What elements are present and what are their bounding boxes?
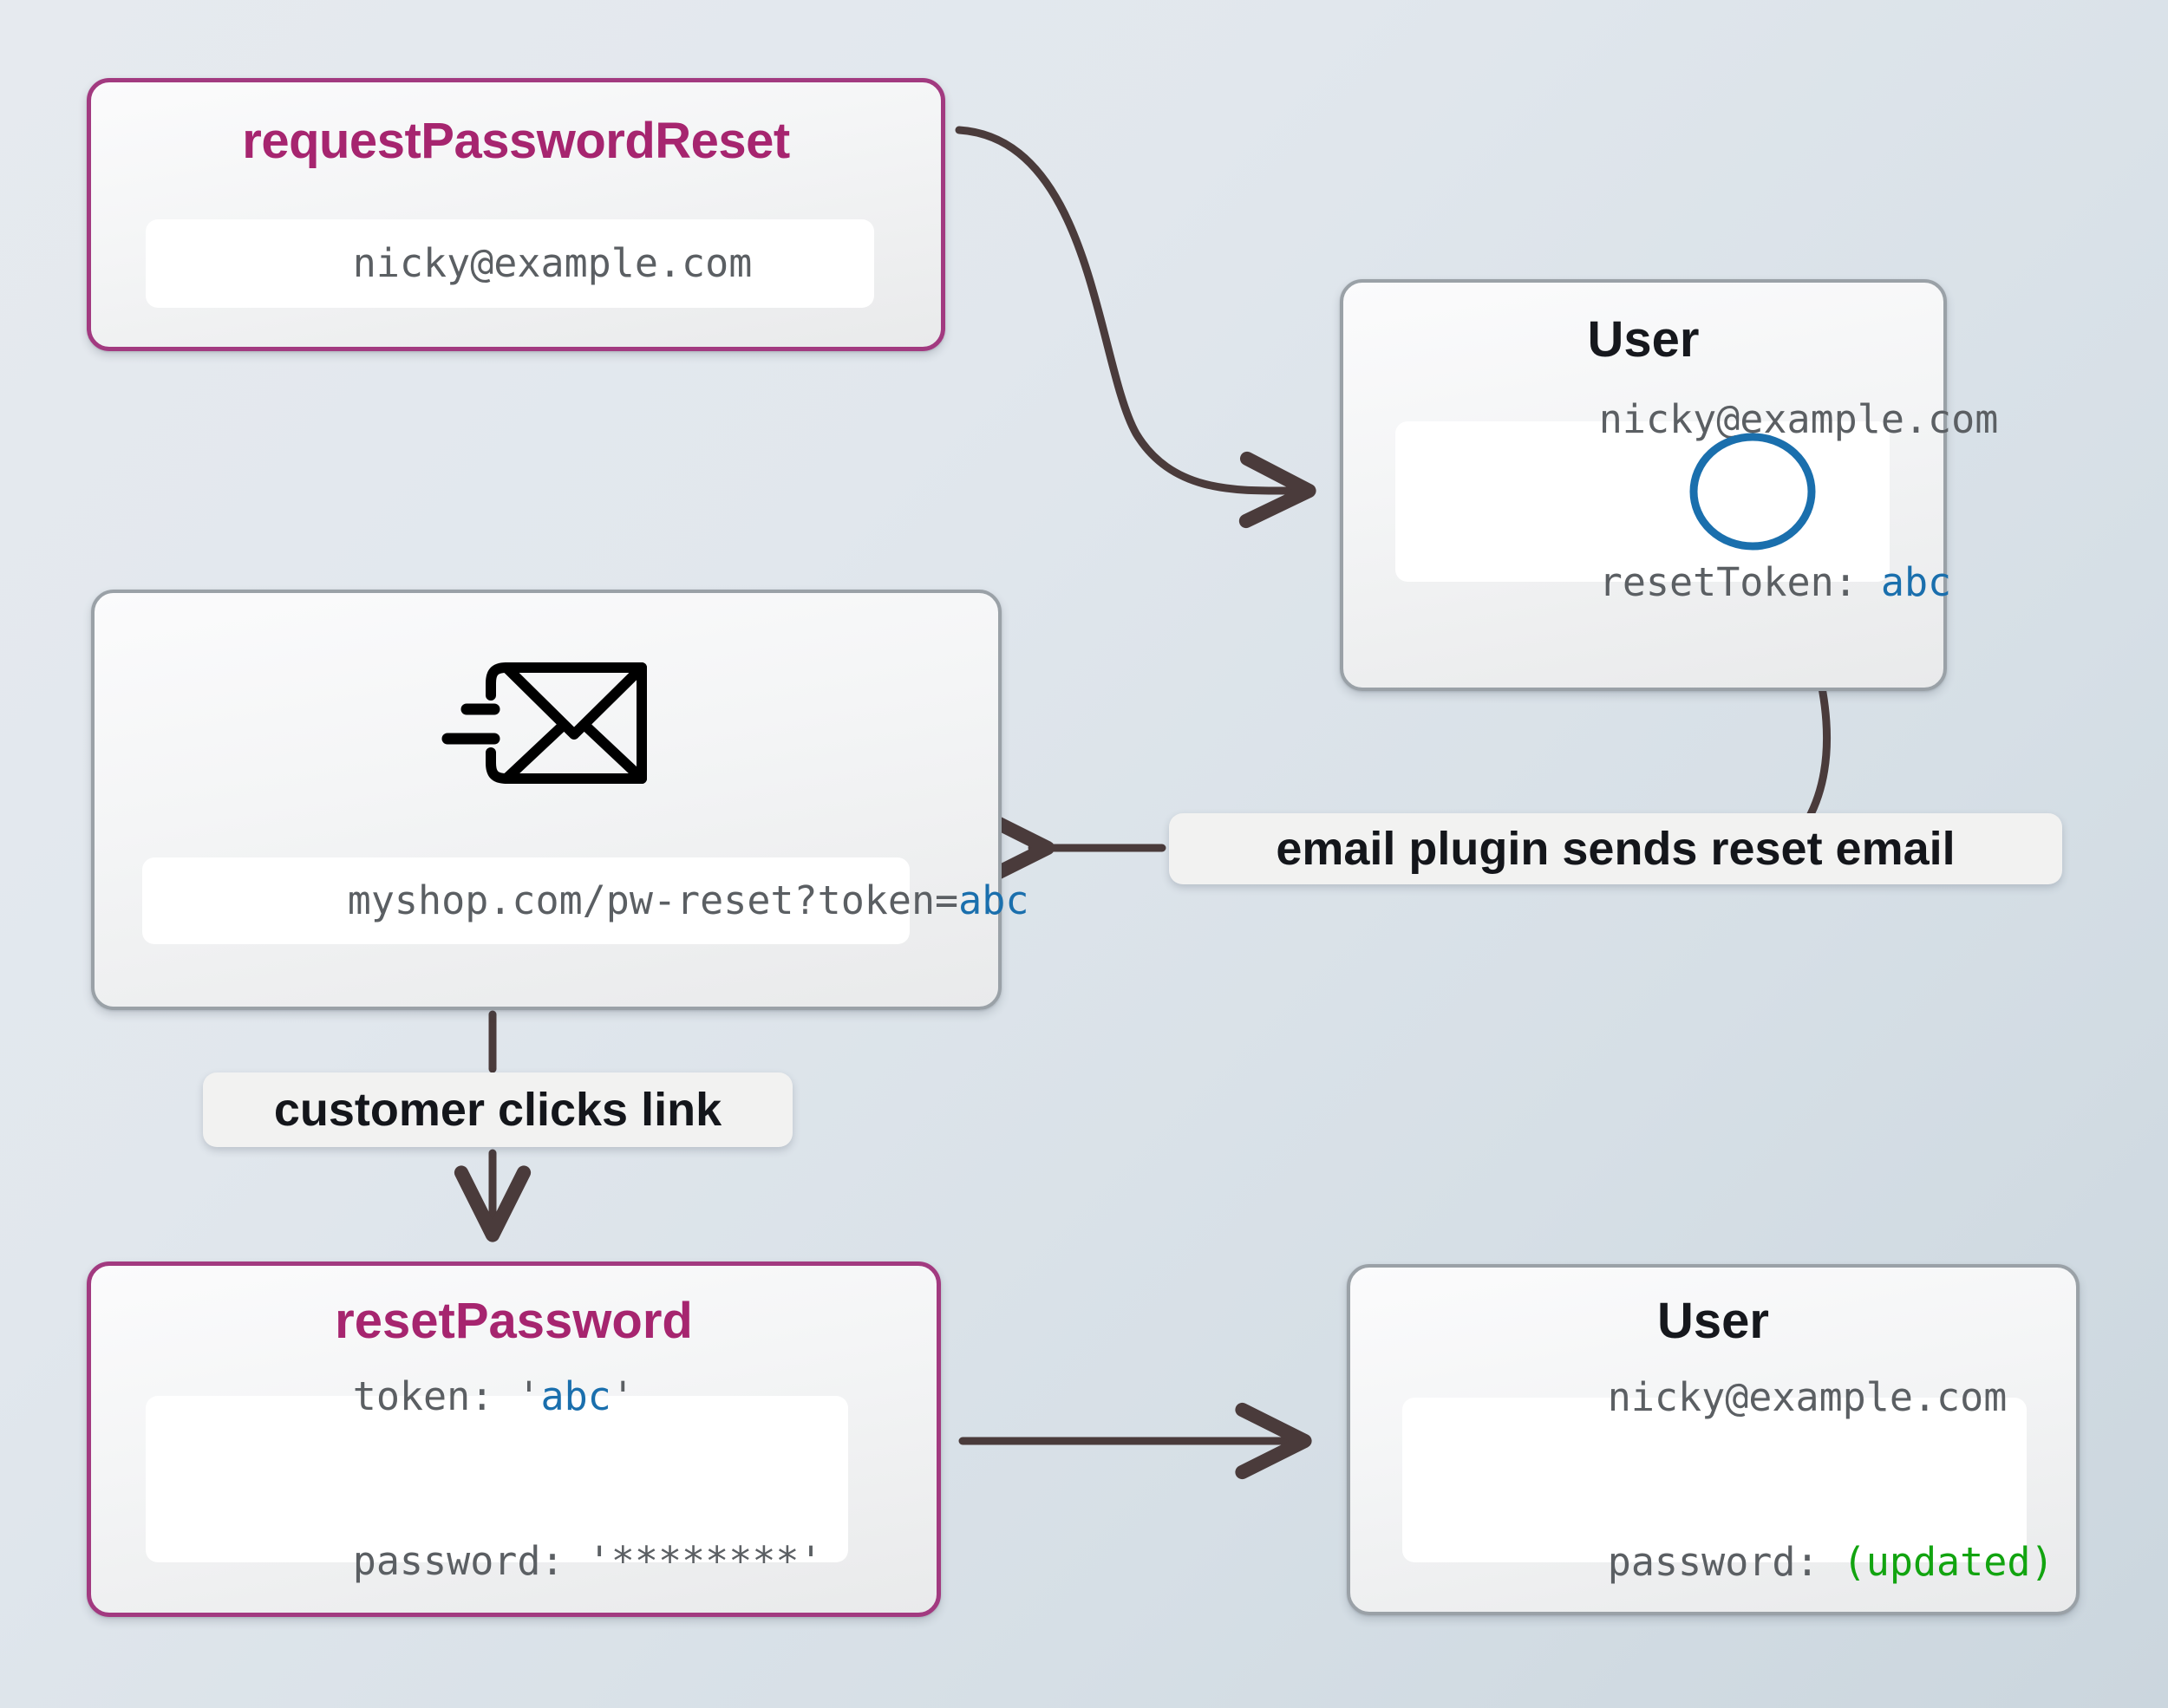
node-email-message[interactable]: myshop.com/pw-reset?token=abc: [91, 590, 1028, 1010]
field-value-url-token: abc: [958, 877, 1029, 923]
field-text-email: nicky@example.com: [1607, 1373, 2008, 1420]
field-value-reset-token: abc: [1880, 559, 1952, 606]
field-line: nicky@example.com: [1420, 1319, 2009, 1477]
field-line: resetToken: abc: [1411, 505, 1951, 662]
field-user-bottom: nicky@example.com password: (updated): [1402, 1374, 2054, 1585]
edge-request-to-user: [955, 126, 1316, 529]
node-title-request-password-reset: requestPasswordReset: [242, 113, 790, 169]
node-user-top[interactable]: User nicky@example.com resetToken: abc: [1340, 279, 1998, 691]
field-line: myshop.com/pw-reset?token=abc: [160, 822, 1029, 980]
field-text-email: nicky@example.com: [1598, 396, 1999, 442]
field-line: token: 'abc': [165, 1318, 829, 1476]
node-title-reset-password: resetPassword: [335, 1293, 693, 1349]
field-line: nicky@example.com: [165, 185, 855, 342]
node-title-user-bottom: User: [1657, 1293, 1769, 1349]
edge-label-email-plugin: email plugin sends reset email: [1169, 813, 2062, 884]
field-value-token: abc: [540, 1372, 611, 1419]
field-token-quote: ': [611, 1372, 635, 1419]
field-label-reset-token: resetToken:: [1598, 559, 1881, 606]
field-value-password-status: (updated): [1842, 1538, 2054, 1585]
node-request-password-reset[interactable]: requestPasswordReset nicky@example.com: [87, 78, 945, 351]
field-user-top: nicky@example.com resetToken: abc: [1395, 396, 1998, 605]
node-user-bottom[interactable]: User nicky@example.com password: (update…: [1347, 1264, 2080, 1615]
envelope-send-icon: [437, 652, 654, 795]
field-label-password: password:: [1607, 1538, 1843, 1585]
field-text-reset-url: myshop.com/pw-reset?token=: [347, 877, 959, 923]
field-text-password: password: '********': [352, 1537, 823, 1584]
token-highlight-circle: [1689, 433, 1816, 551]
node-title-user-top: User: [1587, 311, 1700, 368]
field-line: password: '********': [165, 1483, 829, 1640]
field-line: nicky@example.com: [1411, 341, 1999, 499]
field-text-email: nicky@example.com: [352, 239, 753, 286]
field-request-password-reset: nicky@example.com: [146, 219, 874, 308]
field-email-message: myshop.com/pw-reset?token=abc: [142, 857, 1028, 944]
field-line: password: (updated): [1420, 1483, 2054, 1641]
node-reset-password[interactable]: resetPassword token: 'abc' password: '**…: [87, 1261, 941, 1617]
field-reset-password: token: 'abc' password: '********': [146, 1373, 848, 1584]
field-label-token: token: ': [352, 1372, 541, 1419]
edge-label-customer-clicks: customer clicks link: [203, 1072, 793, 1147]
